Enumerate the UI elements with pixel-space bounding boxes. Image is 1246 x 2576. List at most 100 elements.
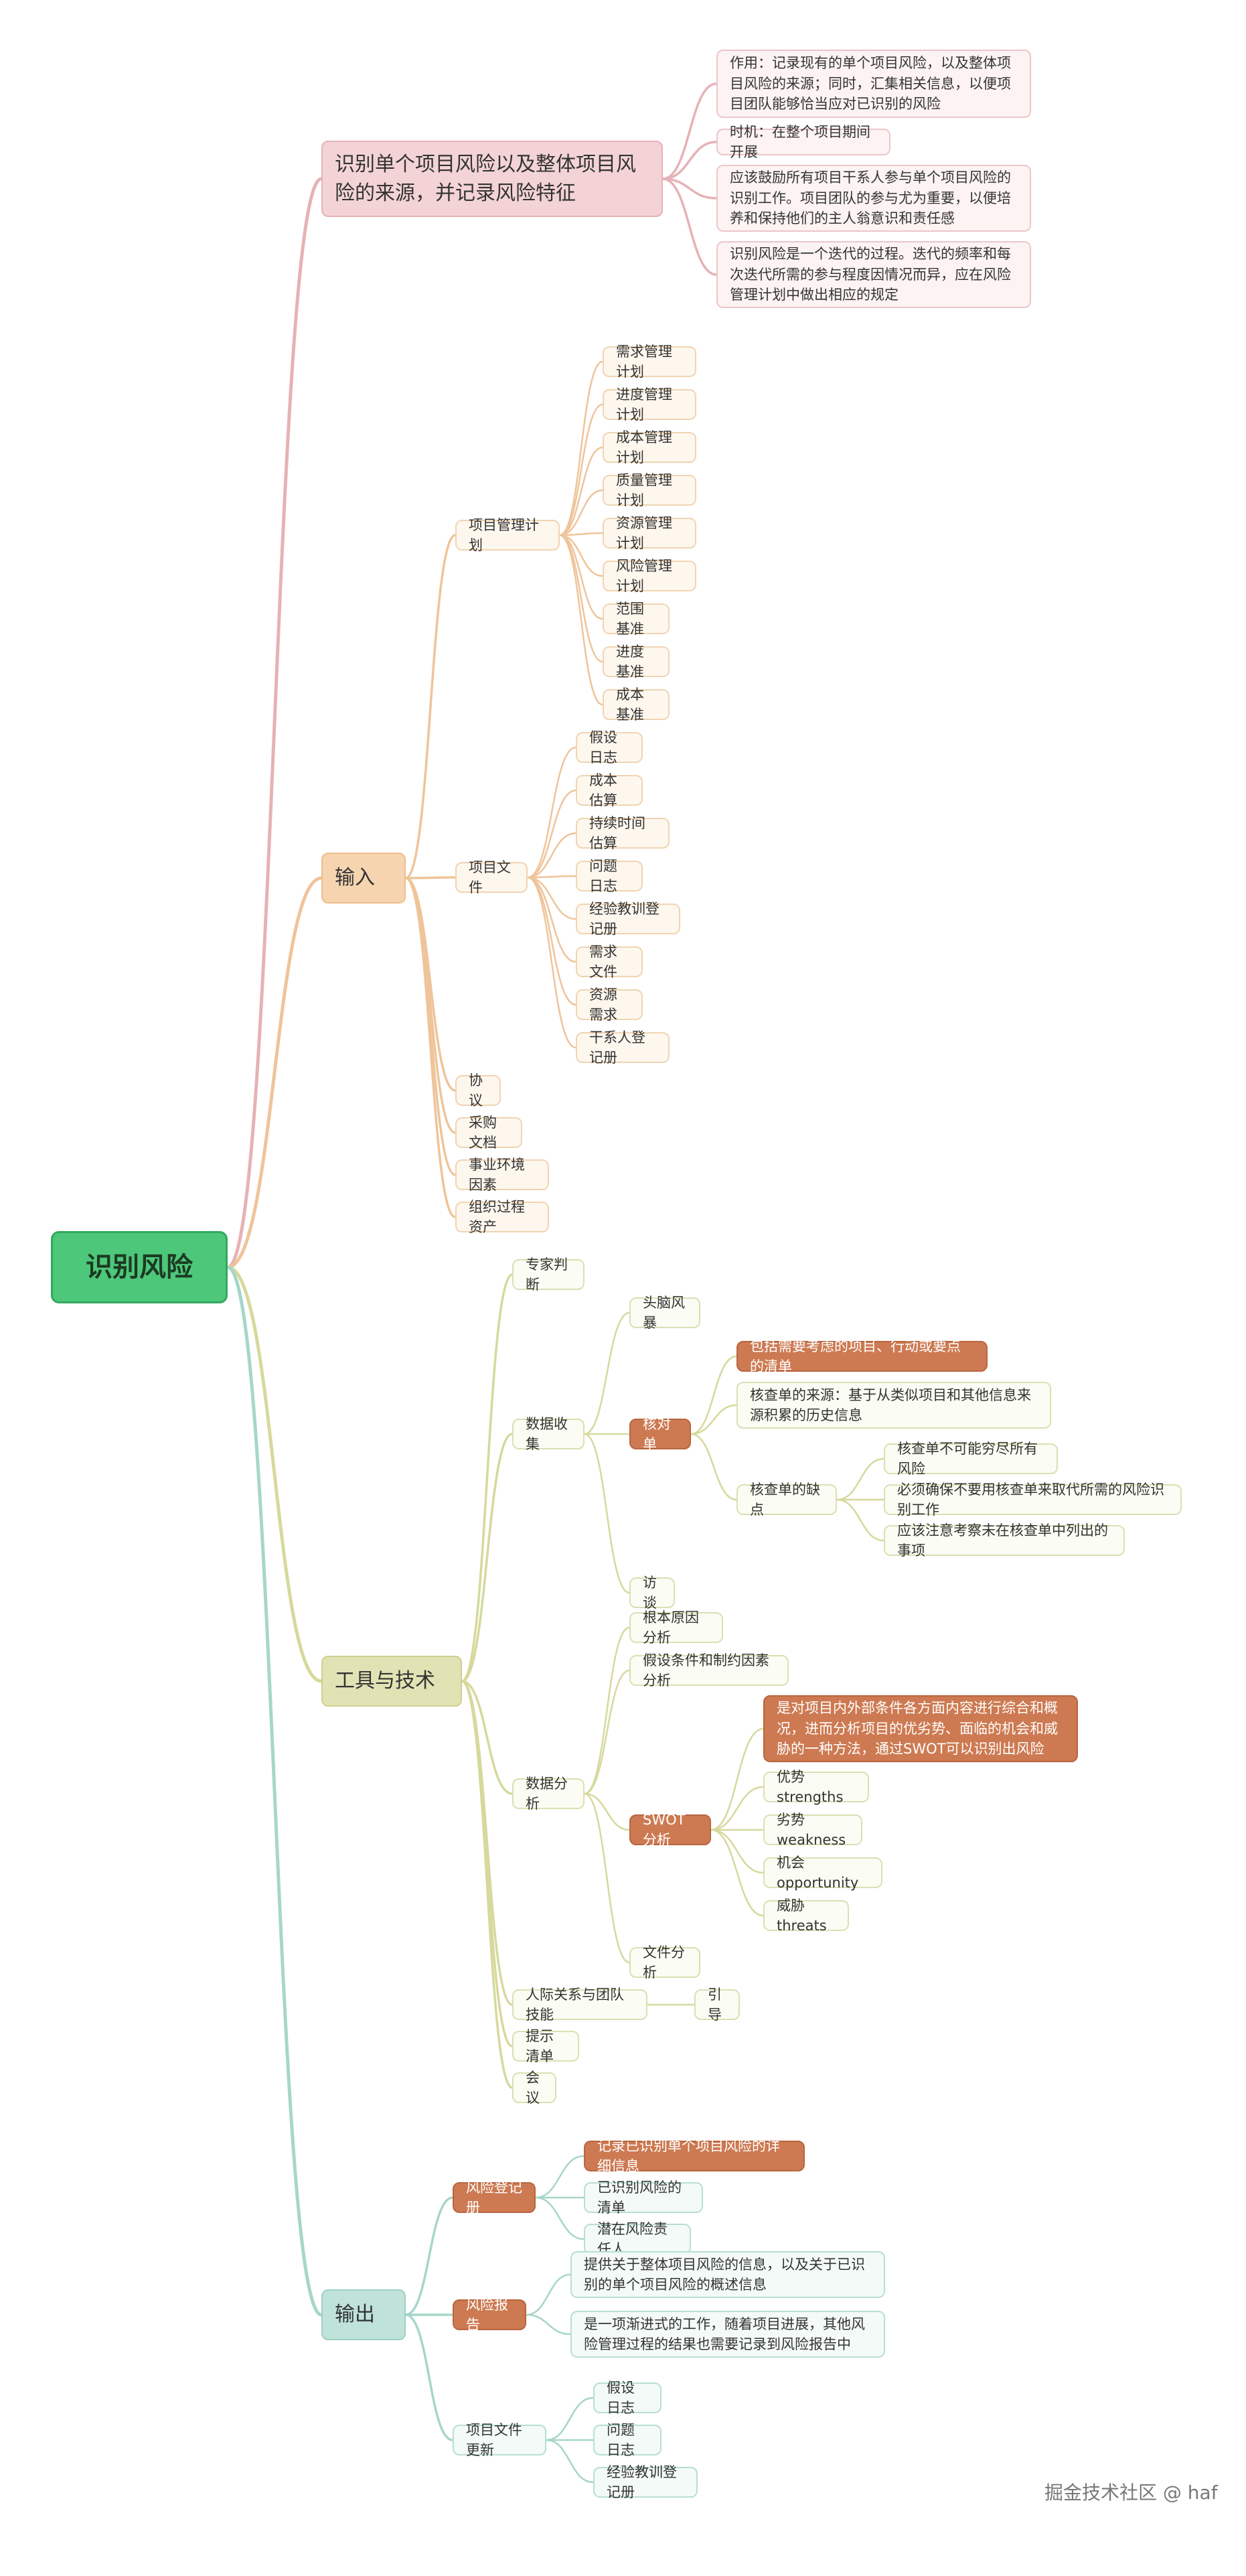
plan-item[interactable]: 进度基准 — [603, 644, 670, 680]
checklist-weakness[interactable]: 应该注意考察未在核查单中列出的事项 — [884, 1522, 1125, 1559]
connector-line — [404, 876, 457, 879]
tool-item[interactable]: 专家判断 — [512, 1257, 585, 1293]
doc-update-item[interactable]: 问题日志 — [593, 2422, 661, 2458]
facilitation-item[interactable]: 引导 — [694, 1987, 740, 2023]
doc-item[interactable]: 持续时间估算 — [576, 815, 670, 851]
connector-line — [558, 534, 604, 706]
connector-line — [690, 1355, 738, 1435]
tool-item[interactable]: 数据分析 — [512, 1776, 585, 1812]
input-item[interactable]: 事业环境因素 — [455, 1157, 549, 1193]
checklist-note[interactable]: 核查单的缺点 — [736, 1482, 837, 1518]
plan-item[interactable]: 范围基准 — [603, 601, 670, 637]
root-node[interactable]: 识别风险 — [51, 1231, 228, 1303]
swot-item[interactable]: 机会opportunity — [763, 1855, 882, 1891]
connector-line — [226, 876, 323, 1269]
connector-line — [583, 1792, 631, 1831]
connector-line — [583, 1669, 631, 1795]
plan-item[interactable]: 资源管理计划 — [603, 515, 696, 551]
analysis-item[interactable]: 假设条件和制约因素分析 — [629, 1652, 789, 1689]
goal-note[interactable]: 应该鼓励所有项目干系人参与单个项目风险的识别工作。项目团队的参与尤为重要，以便培… — [716, 165, 1031, 232]
checklist-note[interactable]: 包括需要考虑的项目、行动或要点的清单 — [736, 1338, 988, 1374]
connector-line — [558, 534, 604, 577]
connector-line — [534, 2155, 585, 2199]
output-item[interactable]: 风险登记册 — [453, 2179, 536, 2216]
analysis-item[interactable]: 文件分析 — [629, 1944, 700, 1981]
tool-item[interactable]: 数据收集 — [512, 1416, 585, 1452]
input-item[interactable]: 项目文件 — [455, 859, 528, 896]
plan-item[interactable]: 风险管理计划 — [603, 558, 696, 594]
branch-goal[interactable]: 识别单个项目风险以及整体项目风险的来源，并记录风险特征 — [321, 141, 663, 217]
connector-line — [461, 1273, 514, 1683]
collect-item[interactable]: 访谈 — [629, 1575, 675, 1611]
checklist-weakness[interactable]: 必须确保不要用核查单来取代所需的风险识别工作 — [884, 1482, 1182, 1518]
connector-line — [404, 877, 457, 1218]
input-item[interactable]: 采购文档 — [455, 1115, 522, 1151]
connector-line — [710, 1727, 765, 1831]
connector-line — [404, 2313, 454, 2441]
goal-note[interactable]: 识别风险是一个迭代的过程。迭代的频率和每次迭代所需的参与程度因情况而异，应在风险… — [716, 241, 1031, 308]
plan-item[interactable]: 成本管理计划 — [603, 429, 696, 466]
doc-update-item[interactable]: 经验教训登记册 — [593, 2464, 698, 2500]
goal-note[interactable]: 时机：在整个项目期间开展 — [716, 124, 890, 160]
input-item[interactable]: 项目管理计划 — [455, 517, 560, 553]
connector-line — [545, 2439, 595, 2484]
connector-line — [526, 876, 577, 920]
doc-item[interactable]: 干系人登记册 — [576, 1029, 670, 1066]
register-item[interactable]: 潜在风险责任人 — [584, 2221, 691, 2257]
checklist-note[interactable]: 核查单的来源：基于从类似项目和其他信息来源积累的历史信息 — [736, 1382, 1051, 1429]
branch-tools[interactable]: 工具与技术 — [321, 1656, 462, 1707]
input-item[interactable]: 协议 — [455, 1072, 501, 1108]
checklist-node[interactable]: 核对单 — [629, 1416, 691, 1452]
connector-line — [558, 446, 604, 536]
output-item[interactable]: 项目文件更新 — [453, 2422, 546, 2458]
connector-line — [661, 82, 718, 180]
tool-item[interactable]: 人际关系与团队技能 — [512, 1987, 647, 2023]
connector-line — [583, 1792, 631, 1964]
connector-line — [461, 1680, 514, 2089]
swot-node[interactable]: SWOT分析 — [629, 1812, 711, 1848]
register-item[interactable]: 已识别风险的清单 — [584, 2179, 703, 2216]
connector-line — [558, 489, 604, 536]
connector-line — [526, 789, 577, 879]
connector-line — [461, 1433, 514, 1683]
output-item[interactable]: 风险报告 — [453, 2297, 526, 2333]
collect-item[interactable]: 头脑风暴 — [629, 1295, 700, 1331]
plan-item[interactable]: 需求管理计划 — [603, 344, 696, 380]
connector-line — [226, 177, 323, 1269]
swot-item[interactable]: 优势strengths — [763, 1769, 869, 1805]
tool-item[interactable]: 会议 — [512, 2070, 556, 2106]
doc-item[interactable]: 问题日志 — [576, 858, 643, 894]
doc-item[interactable]: 经验教训登记册 — [576, 901, 680, 937]
swot-item[interactable]: 劣势weakness — [763, 1812, 862, 1848]
connector-line — [836, 1457, 885, 1501]
goal-note[interactable]: 作用：记录现有的单个项目风险，以及整体项目风险的来源；同时，汇集相关信息，以便项… — [716, 50, 1031, 118]
connector-line — [545, 2396, 595, 2441]
connector-line — [690, 1433, 738, 1501]
analysis-item[interactable]: 根本原因分析 — [629, 1609, 723, 1646]
branch-input[interactable]: 输入 — [321, 853, 406, 904]
connector-line — [558, 532, 604, 536]
connector-line — [558, 403, 604, 536]
register-item[interactable]: 记录已识别单个项目风险的详细信息 — [584, 2138, 805, 2174]
plan-item[interactable]: 质量管理计划 — [603, 472, 696, 508]
doc-item[interactable]: 成本估算 — [576, 772, 643, 808]
swot-note[interactable]: 是对项目内外部条件各方面内容进行综合和概况，进而分析项目的优劣势、面临的机会和威… — [763, 1695, 1078, 1762]
connector-line — [226, 1265, 323, 2317]
input-item[interactable]: 组织过程资产 — [455, 1199, 549, 1235]
doc-item[interactable]: 假设日志 — [576, 729, 643, 766]
doc-item[interactable]: 需求文件 — [576, 944, 643, 980]
plan-item[interactable]: 进度管理计划 — [603, 386, 696, 423]
checklist-weakness[interactable]: 核查单不可能穷尽所有风险 — [884, 1441, 1058, 1477]
watermark: 掘金技术社区 @ haf — [1044, 2482, 1218, 2504]
report-item[interactable]: 是一项渐进式的工作，随着项目进展，其他风险管理过程的结果也需要记录到风险报告中 — [570, 2311, 885, 2358]
connector-line — [461, 1680, 514, 1795]
tool-item[interactable]: 提示清单 — [512, 2028, 579, 2064]
doc-item[interactable]: 资源需求 — [576, 987, 643, 1023]
swot-item[interactable]: 威胁threats — [763, 1898, 849, 1934]
report-item[interactable]: 提供关于整体项目风险的信息，以及关于已识别的单个项目风险的概述信息 — [570, 2251, 885, 2298]
doc-update-item[interactable]: 假设日志 — [593, 2380, 661, 2416]
plan-item[interactable]: 成本基准 — [603, 687, 670, 723]
connector-line — [526, 876, 577, 1049]
branch-output[interactable]: 输出 — [321, 2289, 406, 2340]
